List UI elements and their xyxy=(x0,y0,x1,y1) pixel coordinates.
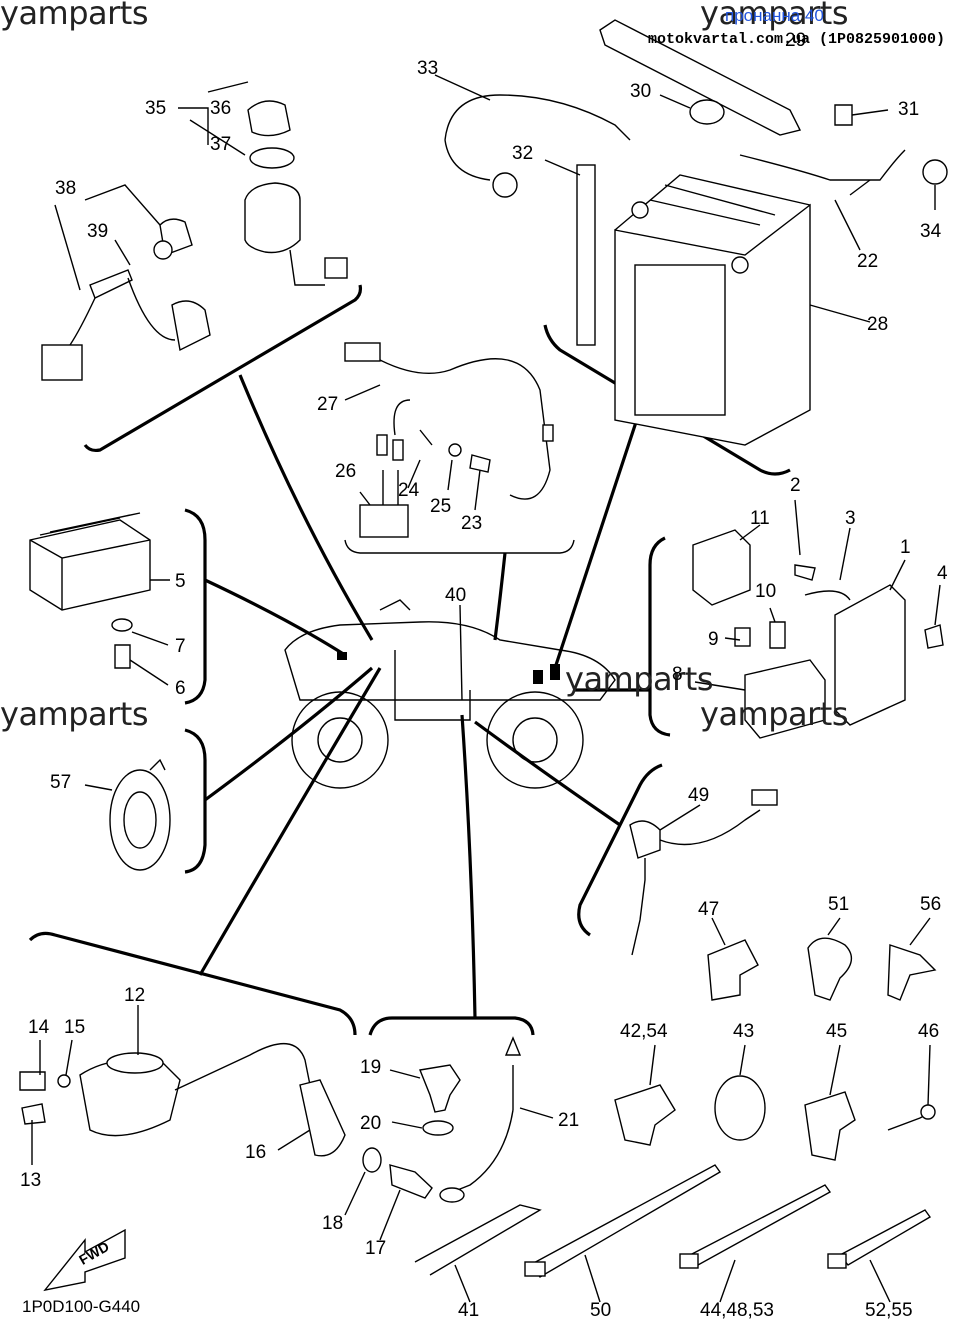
callout-31: 31 xyxy=(898,99,920,120)
callout-9: 9 xyxy=(708,629,719,650)
switch-38 xyxy=(41,218,211,381)
callout-4: 4 xyxy=(937,563,948,584)
clip-34 xyxy=(922,159,948,185)
callout-46: 46 xyxy=(918,1021,940,1042)
callout-leaders xyxy=(31,74,941,1303)
callout-13: 13 xyxy=(20,1170,42,1191)
callout-16: 16 xyxy=(245,1142,267,1163)
leader-lines xyxy=(198,374,650,1019)
callout-41: 41 xyxy=(458,1300,480,1321)
callout-42-54: 42,54 xyxy=(620,1021,668,1042)
callout-1: 1 xyxy=(900,537,911,558)
callout-38: 38 xyxy=(55,178,77,199)
callout-6: 6 xyxy=(175,678,186,699)
thermo-parts xyxy=(362,1064,461,1199)
callout-43: 43 xyxy=(733,1021,755,1042)
callout-56: 56 xyxy=(920,894,942,915)
atv-silhouette xyxy=(284,599,616,789)
callout-15: 15 xyxy=(64,1017,86,1038)
callout-12: 12 xyxy=(124,985,146,1006)
fwd-arrow-icon xyxy=(43,1228,126,1292)
pad-30 xyxy=(689,99,725,125)
callout-14: 14 xyxy=(28,1017,50,1038)
callout-30: 30 xyxy=(630,81,652,102)
callout-5: 5 xyxy=(175,571,186,592)
diagram-code: 1P0D100-G440 xyxy=(22,1297,141,1316)
callout-28: 28 xyxy=(867,314,889,335)
watermark-top-right: yamparts xyxy=(700,0,849,32)
callout-20: 20 xyxy=(360,1113,382,1134)
watermark-mid-right: yamparts xyxy=(700,695,849,733)
callout-3: 3 xyxy=(845,508,856,529)
callout-52-55: 52,55 xyxy=(865,1300,913,1321)
callout-50: 50 xyxy=(590,1300,612,1321)
main-switch-35 xyxy=(244,100,348,286)
callout-40: 40 xyxy=(445,585,467,606)
callout-29: 29 xyxy=(785,30,807,51)
callout-39: 39 xyxy=(87,221,109,242)
callout-57: 57 xyxy=(50,772,72,793)
battery-28 xyxy=(614,174,811,446)
page-link[interactable]: пронанна 40 xyxy=(725,6,824,25)
harness-27 xyxy=(344,342,554,538)
watermark-top-left: yamparts xyxy=(0,0,149,32)
callout-27: 27 xyxy=(317,394,339,415)
callout-44-48-53: 44,48,53 xyxy=(700,1300,774,1321)
cable-33 xyxy=(444,94,631,141)
callout-18: 18 xyxy=(322,1213,344,1234)
watermark-mid-center: yamparts xyxy=(565,660,714,698)
lead-21 xyxy=(414,1036,542,1276)
source-label: motokvartal.com.ua (1P0825901000) xyxy=(648,31,946,48)
callout-22: 22 xyxy=(857,251,879,272)
callout-36: 36 xyxy=(210,98,232,119)
callout-11: 11 xyxy=(750,508,770,529)
ignition-coil-12 xyxy=(19,1042,346,1157)
cable-ties xyxy=(524,1164,932,1278)
callout-10: 10 xyxy=(755,581,777,602)
callout-21: 21 xyxy=(558,1110,580,1131)
callout-47: 47 xyxy=(698,899,720,920)
clamps xyxy=(614,937,937,1161)
callout-2: 2 xyxy=(790,475,801,496)
callout-24: 24 xyxy=(398,480,420,501)
rectifier-regulator-5 xyxy=(29,512,151,669)
callout-32: 32 xyxy=(512,143,534,164)
bolt-31 xyxy=(834,104,853,126)
switch-49 xyxy=(629,789,778,956)
callout-45: 45 xyxy=(826,1021,848,1042)
breather-tube-32 xyxy=(576,164,596,346)
callout-19: 19 xyxy=(360,1057,382,1078)
callout-34: 34 xyxy=(920,221,942,242)
callout-25: 25 xyxy=(430,496,452,517)
callout-37: 37 xyxy=(210,134,232,155)
relays-cdi xyxy=(692,529,944,739)
callout-35: 35 xyxy=(145,98,167,119)
cable-22 xyxy=(739,149,906,181)
callout-51: 51 xyxy=(828,894,850,915)
callout-7: 7 xyxy=(175,636,186,657)
horn-57 xyxy=(109,758,171,871)
callout-17: 17 xyxy=(365,1238,387,1259)
watermark-mid-left: yamparts xyxy=(0,695,149,733)
callout-23: 23 xyxy=(461,513,483,534)
callout-26: 26 xyxy=(335,461,357,482)
group-brackets xyxy=(28,284,791,1036)
battery-strap-29 xyxy=(599,19,802,136)
callout-8: 8 xyxy=(672,664,683,685)
callout-33: 33 xyxy=(417,58,439,79)
callout-49: 49 xyxy=(688,785,710,806)
